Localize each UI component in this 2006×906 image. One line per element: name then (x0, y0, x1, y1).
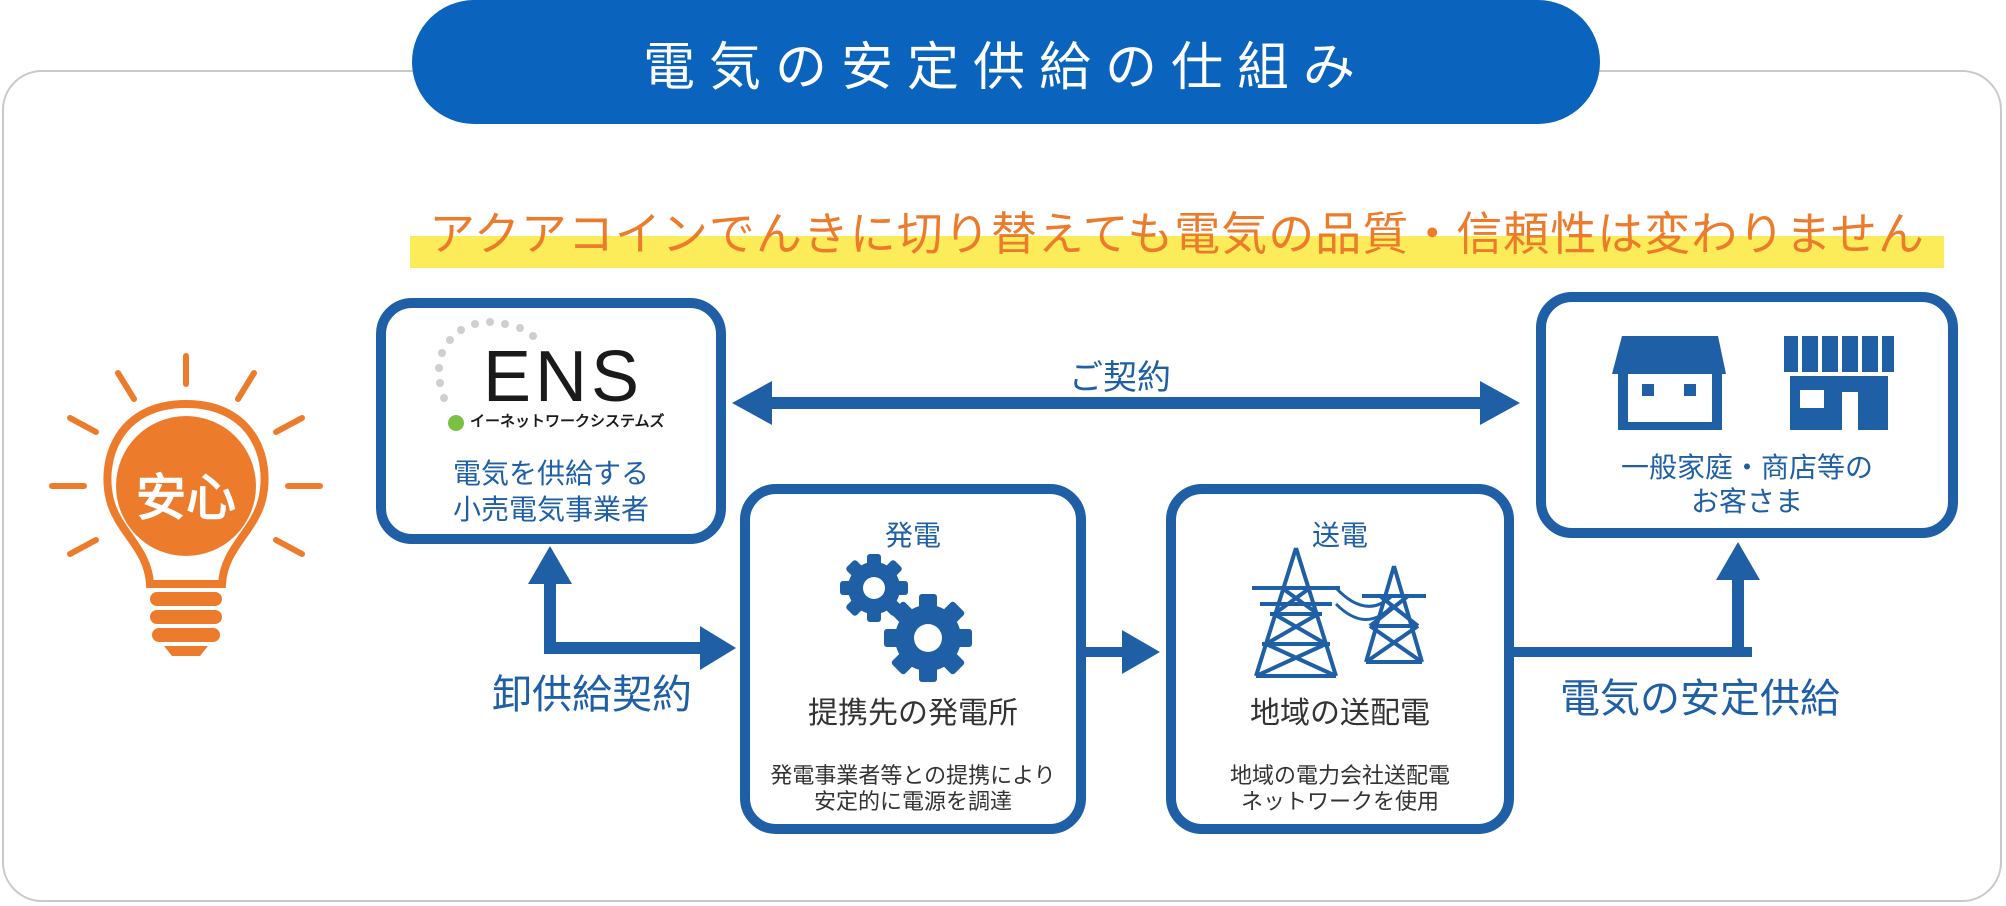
generation-name: 提携先の発電所 (808, 696, 1018, 731)
bulb-label: 安心 (136, 469, 236, 527)
contract-label: ご契約 (1069, 358, 1171, 398)
gear-icon (840, 554, 972, 682)
transmission-heading: 送電 (1311, 519, 1368, 552)
provider-box (376, 298, 726, 544)
house-icon (1612, 336, 1726, 430)
generation-desc-line1: 発電事業者等との提携により (770, 764, 1056, 789)
power-tower-icon (1252, 547, 1426, 678)
title-banner: 電気の安定供給の仕組み (412, 0, 1600, 124)
customer-label-line2: お客さま (1690, 485, 1803, 518)
generation-desc-line2: 安定的に電源を調達 (813, 790, 1012, 815)
supply-arrow (1514, 542, 1760, 657)
transmission-name: 地域の送配電 (1250, 696, 1430, 731)
contract-arrow (732, 381, 1520, 425)
tagline-highlight (410, 236, 1944, 268)
flow-arrow (1086, 630, 1160, 674)
transmission-desc-line2: ネットワークを使用 (1240, 790, 1439, 815)
supply-label: 電気の安定供給 (1560, 676, 1840, 722)
provider-label-line1: 電気を供給する (452, 457, 649, 490)
transmission-box (1166, 484, 1514, 834)
ens-logo (435, 318, 537, 431)
ens-logo-text: ENS (482, 337, 644, 417)
transmission-desc-line1: 地域の電力会社送配電 (1229, 764, 1450, 789)
provider-label-line2: 小売電気事業者 (452, 493, 649, 526)
wholesale-arrow (528, 546, 736, 670)
page-title: 電気の安定供給の仕組み (642, 37, 1369, 98)
generation-heading: 発電 (884, 519, 941, 552)
ens-logo-subtext: イーネットワークシステムズ (470, 412, 665, 430)
customer-label-line1: 一般家庭・商店等の (1620, 451, 1873, 484)
lightbulb-icon (49, 353, 323, 656)
tagline: アクアコインでんきに切り替えても電気の品質・信頼性は変わりません (429, 207, 1925, 261)
wholesale-label: 卸供給契約 (492, 672, 692, 718)
shop-icon (1784, 336, 1894, 430)
